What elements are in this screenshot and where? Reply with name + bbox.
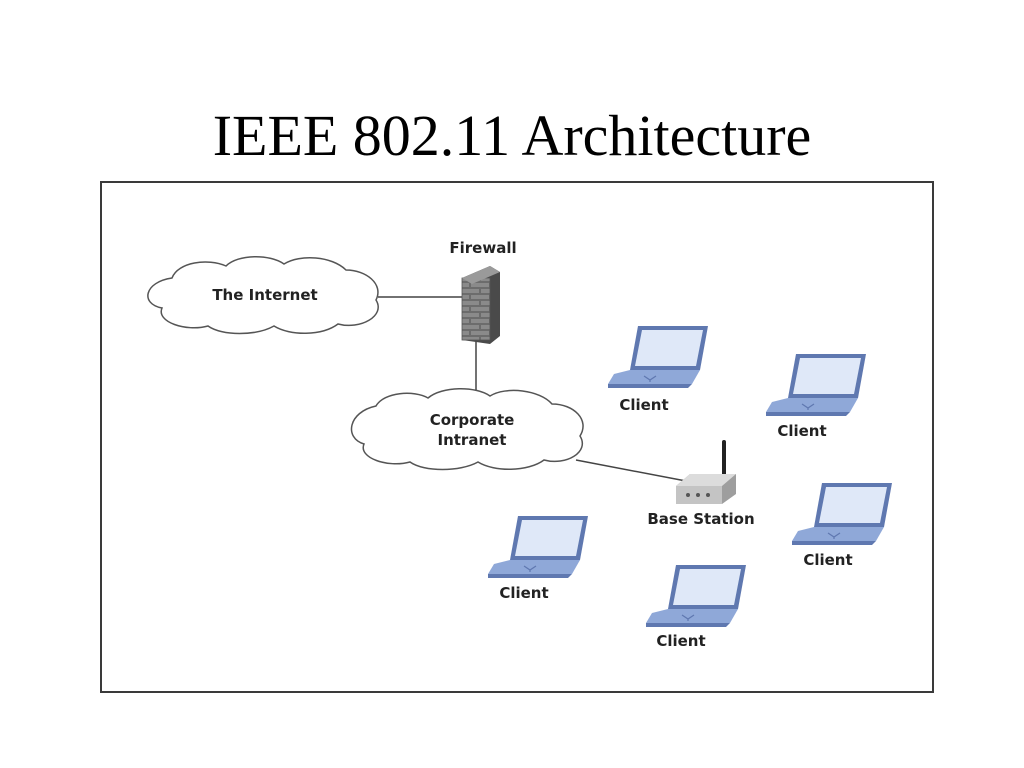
firewall-icon: [461, 266, 500, 344]
base-station-icon: [676, 440, 736, 504]
client-label: Client: [656, 632, 706, 650]
intranet-label: Corporate Intranet: [430, 410, 515, 450]
client-label: Client: [499, 584, 549, 602]
laptop-icon: [607, 325, 709, 389]
intranet-label-line2: Intranet: [437, 431, 507, 449]
laptop-icon: [487, 515, 589, 579]
internet-label: The Internet: [212, 286, 318, 304]
base-station-label: Base Station: [647, 510, 755, 528]
client-label: Client: [619, 396, 669, 414]
laptop-icon: [791, 482, 893, 546]
internet-cloud: [147, 256, 379, 335]
client-label: Client: [777, 422, 827, 440]
link-intranet-base-station: [575, 459, 687, 482]
firewall-label: Firewall: [449, 239, 517, 257]
intranet-cloud: [350, 388, 584, 471]
intranet-label-line1: Corporate: [429, 411, 515, 429]
client-label: Client: [803, 551, 853, 569]
laptop-icon: [765, 353, 867, 417]
slide-title: IEEE 802.11 Architecture: [212, 103, 812, 168]
laptop-icon: [645, 564, 747, 628]
